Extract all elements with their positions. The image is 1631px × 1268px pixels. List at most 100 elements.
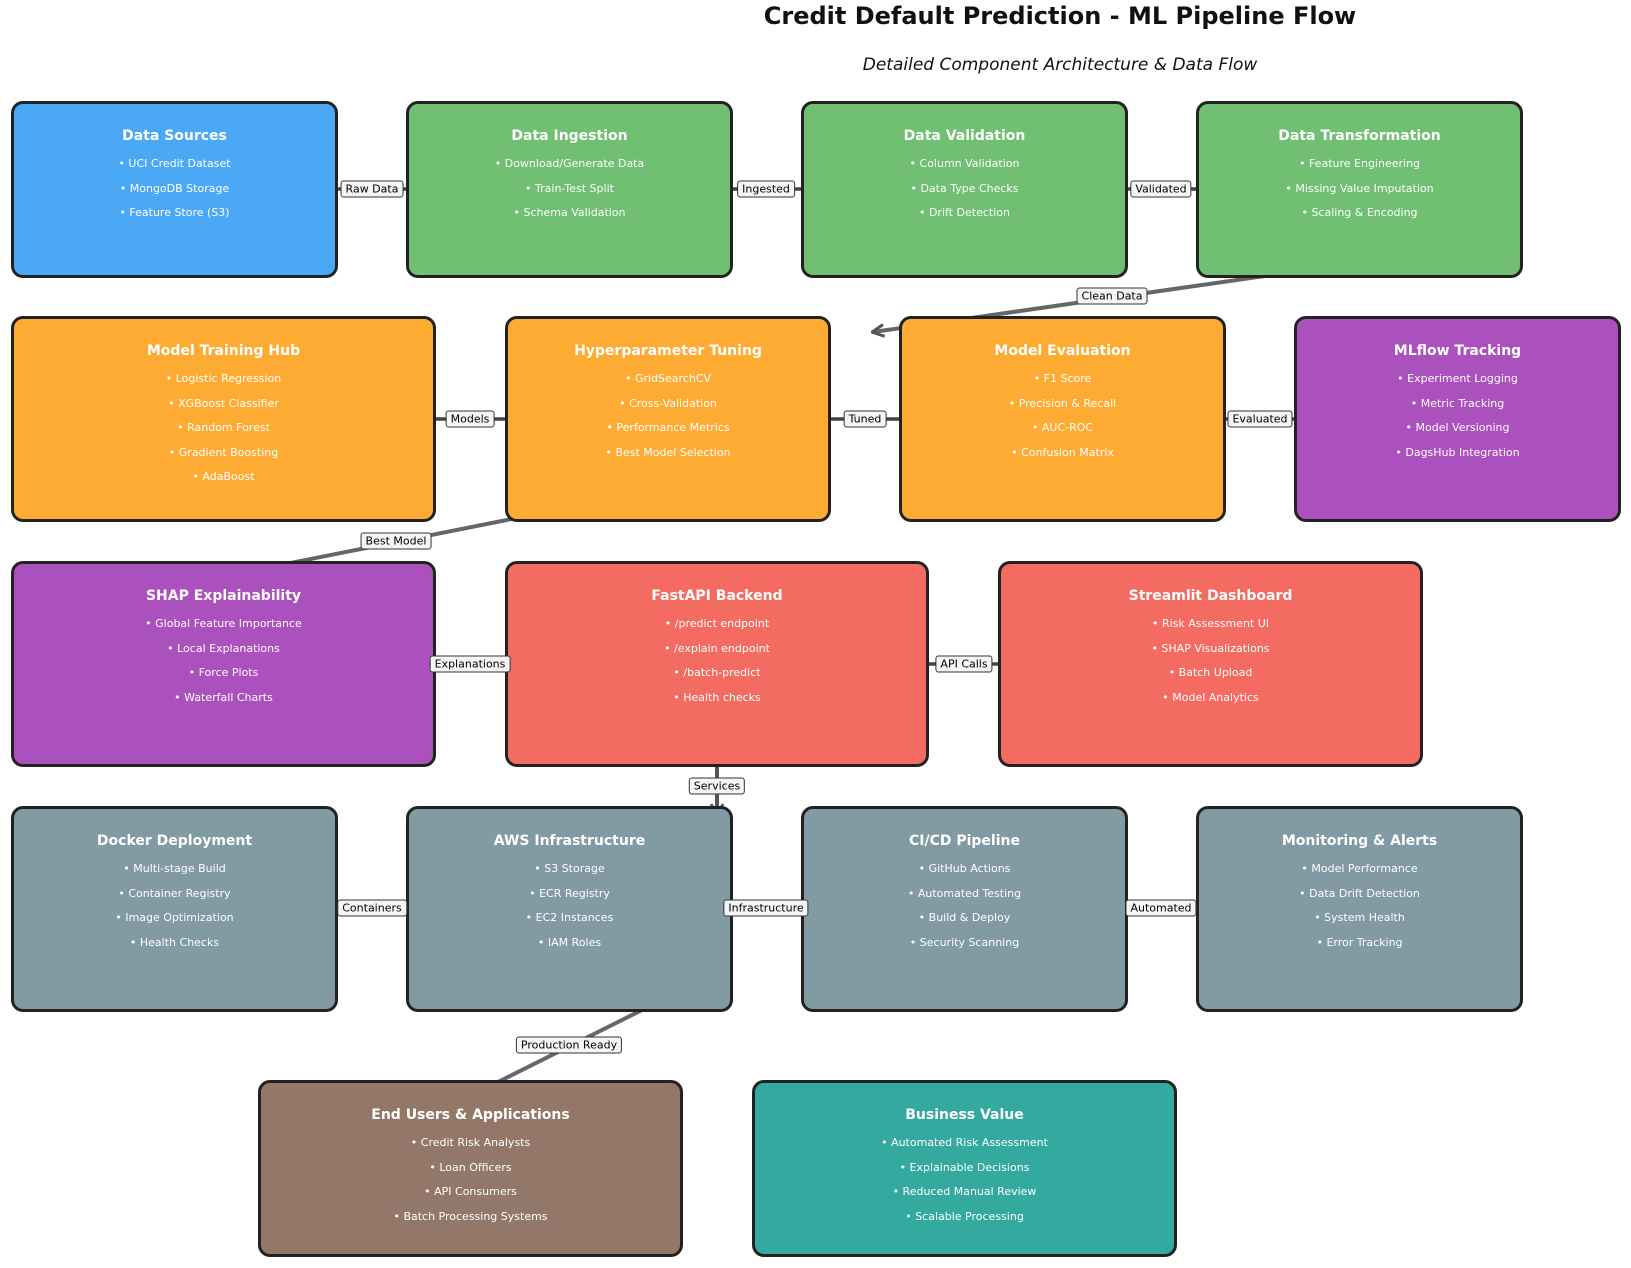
node-fastapi-backend[interactable]: FastAPI Backend • /predict endpoint • /e… [505,561,929,767]
node-data-transformation[interactable]: Data Transformation • Feature Engineerin… [1196,101,1523,278]
node-item: • Error Tracking [1316,935,1403,949]
node-item: • DagsHub Integration [1395,445,1520,459]
node-item: • Local Explanations [167,641,280,655]
node-item: • Experiment Logging [1397,372,1518,385]
node-streamlit-dashboard[interactable]: Streamlit Dashboard • Risk Assessment UI… [998,561,1423,767]
node-title: Docker Deployment [96,833,253,849]
node-item: • Confusion Matrix [1011,445,1114,459]
node-title: MLflow Tracking [1393,343,1522,359]
node-item: • Cross-Validation [619,396,717,410]
node-item: • /explain endpoint [664,641,770,655]
node-item: • Performance Metrics [606,421,730,434]
node-title: Monitoring & Alerts [1281,833,1438,849]
node-item: • Batch Processing Systems [393,1209,548,1223]
node-item: • Feature Engineering [1298,157,1421,170]
node-title: Data Sources [122,128,227,144]
edge-label-containers: Containers [337,899,407,917]
edge-label-ingested: Ingested [737,180,795,198]
node-item: • Train-Test Split [525,181,614,195]
node-item: • Gradient Boosting [168,445,279,459]
node-item: • Data Type Checks [910,181,1019,195]
node-item: • F1 Score [1033,372,1092,385]
node-hyperparameter-tuning[interactable]: Hyperparameter Tuning • GridSearchCV • C… [505,316,831,522]
node-item: • Reduced Manual Review [892,1185,1037,1198]
diagram-subtitle: Detailed Component Architecture & Data F… [862,55,1258,75]
node-data-ingestion[interactable]: Data Ingestion • Download/Generate Data … [406,101,733,278]
node-title: Data Validation [903,128,1026,144]
node-title: Hyperparameter Tuning [574,343,762,359]
node-item: • Image Optimization [115,911,234,924]
node-item: • Precision & Recall [1008,396,1117,410]
node-item: • Explainable Decisions [899,1160,1030,1174]
node-title: Data Transformation [1278,128,1441,144]
edge-label-api-calls: API Calls [935,655,993,673]
edge-label-production-ready: Production Ready [515,1036,623,1054]
node-item: • Global Feature Importance [145,617,302,630]
node-item: • Best Model Selection [605,445,731,459]
node-item: • Model Performance [1301,862,1418,875]
edge-label-tuned: Tuned [843,410,887,428]
node-model-training[interactable]: Model Training Hub • Logistic Regression… [11,316,436,522]
node-item: • Missing Value Imputation [1285,181,1434,195]
node-mlflow-tracking[interactable]: MLflow Tracking • Experiment Logging • M… [1294,316,1621,522]
node-business-value[interactable]: Business Value • Automated Risk Assessme… [752,1080,1177,1257]
edge-label-raw-data: Raw Data [340,180,404,198]
node-item: • Scalable Processing [905,1209,1024,1223]
edge-label-explanations: Explanations [429,655,511,673]
node-item: • Force Plots [188,666,259,679]
node-item: • Random Forest [177,421,270,434]
node-item: • Schema Validation [513,206,626,219]
node-item: • AdaBoost [192,470,255,483]
node-shap-explainability[interactable]: SHAP Explainability • Global Feature Imp… [11,561,436,767]
node-monitoring-alerts[interactable]: Monitoring & Alerts • Model Performance … [1196,806,1523,1012]
node-item: • Loan Officers [429,1160,512,1174]
node-item: • AUC-ROC [1031,421,1094,434]
node-item: • Multi-stage Build [123,862,226,875]
node-item: • Health checks [673,690,761,704]
edge-label-best-model: Best Model [360,532,432,550]
node-end-users[interactable]: End Users & Applications • Credit Risk A… [258,1080,683,1257]
node-item: • /predict endpoint [664,617,770,630]
edge-label-infrastructure: Infrastructure [723,899,809,917]
node-item: • Metric Tracking [1410,396,1505,410]
node-item: • Scaling & Encoding [1301,206,1418,219]
node-aws-infrastructure[interactable]: AWS Infrastructure • S3 Storage • ECR Re… [406,806,733,1012]
node-item: • XGBoost Classifier [168,396,279,410]
node-cicd-pipeline[interactable]: CI/CD Pipeline • GitHub Actions • Automa… [801,806,1128,1012]
node-item: • IAM Roles [537,935,602,949]
edge-label-automated: Automated [1125,899,1197,917]
node-item: • SHAP Visualizations [1151,641,1270,655]
node-title: Model Training Hub [146,343,301,359]
node-item: • Automated Testing [907,886,1022,900]
node-title: FastAPI Backend [651,588,783,604]
node-item: • Column Validation [909,157,1020,170]
edge-label-clean-data: Clean Data [1076,287,1148,305]
node-item: • Model Analytics [1162,690,1259,704]
node-title: Business Value [905,1107,1024,1123]
node-item: • Logistic Regression [165,372,282,385]
edge-label-models: Models [445,410,495,428]
node-data-validation[interactable]: Data Validation • Column Validation • Da… [801,101,1128,278]
node-item: • Risk Assessment UI [1151,617,1270,630]
node-item: • UCI Credit Dataset [118,157,231,170]
node-item: • Feature Store (S3) [119,206,230,219]
node-item: • GitHub Actions [918,862,1011,875]
node-title: SHAP Explainability [145,588,302,604]
edge-label-services: Services [688,777,746,795]
node-item: • Download/Generate Data [494,157,645,170]
node-data-sources[interactable]: Data Sources • UCI Credit Dataset • Mong… [11,101,338,278]
node-item: • EC2 Instances [525,911,614,924]
node-item: • API Consumers [424,1185,517,1198]
node-item: • Build & Deploy [918,911,1011,924]
node-title: Streamlit Dashboard [1128,588,1293,604]
node-item: • Data Drift Detection [1299,886,1420,900]
node-item: • /batch-predict [673,666,761,679]
node-item: • Security Scanning [909,935,1020,949]
node-item: • Batch Upload [1168,666,1253,679]
node-item: • Container Registry [118,886,231,900]
node-item: • Automated Risk Assessment [881,1136,1048,1149]
node-item: • Waterfall Charts [174,690,273,704]
node-item: • MongoDB Storage [119,181,230,195]
node-model-evaluation[interactable]: Model Evaluation • F1 Score • Precision … [899,316,1226,522]
node-docker-deployment[interactable]: Docker Deployment • Multi-stage Build • … [11,806,338,1012]
